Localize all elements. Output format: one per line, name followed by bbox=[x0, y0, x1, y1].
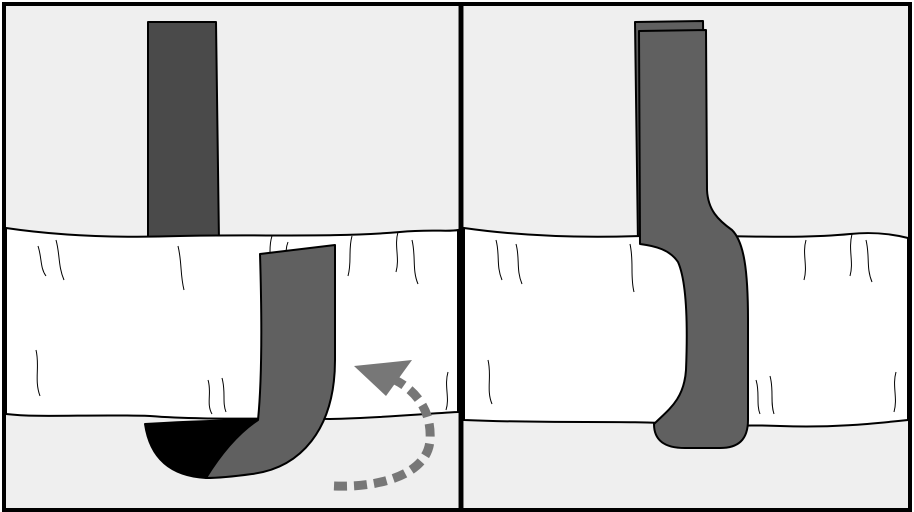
pipe-body bbox=[6, 228, 458, 419]
panel-step-1 bbox=[6, 6, 458, 508]
panel-step-2 bbox=[464, 6, 908, 508]
strap-upper-segment bbox=[148, 22, 219, 242]
